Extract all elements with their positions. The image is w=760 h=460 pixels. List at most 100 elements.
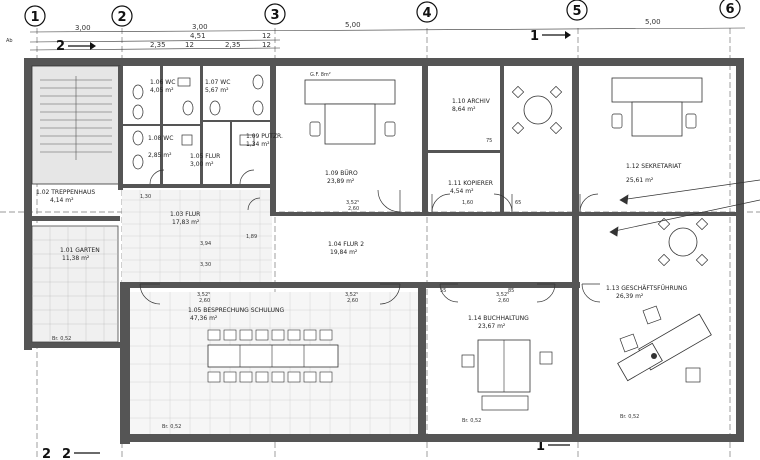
room-area-r11: 4,54 m² — [450, 188, 474, 195]
room-area-r10: 8,64 m² — [452, 106, 476, 113]
door-dim-b2: 2,60 — [199, 298, 210, 304]
room-name-r1: 1.02 TREPPENHAUS — [36, 189, 95, 196]
room-area-r16: 26,39 m² — [616, 293, 644, 300]
room-area-r6: 1,34 m² — [246, 141, 270, 148]
dim-1-60: 1,60 — [462, 200, 473, 206]
axis-label-2: 2 — [117, 10, 126, 25]
dim-3-30: 3,30 — [200, 262, 211, 268]
sill-c: Br. 0,52 — [462, 418, 481, 424]
dim-65: 65 — [515, 200, 521, 206]
desk-sekretariat — [611, 77, 703, 103]
sill-d: Br. 0,52 — [620, 414, 639, 420]
interior-walls — [24, 66, 738, 436]
room-area-r3: 4,05 m² — [150, 87, 174, 94]
stair-note: Ab — [6, 38, 13, 44]
room-name-r4: 1.07 WC — [205, 79, 230, 86]
dim-10: 12 — [262, 41, 271, 49]
dim-7: 12 — [185, 41, 194, 49]
room-area-r5: 2,85 m² — [148, 152, 172, 159]
dim-75: 75 — [486, 138, 492, 144]
axis-marker-4: 4 — [416, 1, 438, 23]
door-dim-d2: 2,60 — [498, 298, 509, 304]
door-swings — [139, 169, 601, 305]
sill-b: Br. 0,52 — [162, 424, 181, 430]
room-name-r7: 1.05 FLUR — [190, 153, 220, 160]
room-name-r14: 1.05 BESPRECHUNG SCHULUNG — [188, 307, 285, 314]
dim-8: 2,35 — [225, 41, 241, 49]
flur-tiles — [122, 190, 272, 282]
room-name-r6: 1.09 PUTZR. — [246, 133, 283, 140]
section-mark-2-bottom: 2 — [62, 447, 71, 460]
dim-1: 3,00 — [75, 24, 91, 32]
dim-4: 5,00 — [645, 18, 661, 26]
axis-label-4: 4 — [422, 6, 431, 21]
door-dim-c2: 2,60 — [347, 298, 358, 304]
door-dim-d: 3,52⁵ — [496, 292, 509, 298]
room-name-r13: 1.04 FLUR 2 — [328, 241, 364, 248]
room-name-r16: 1.13 GESCHÄFTSFÜHRUNG — [606, 285, 688, 292]
room-name-r5: 1.08 WC — [148, 135, 173, 142]
room-area-r14: 47,36 m² — [190, 315, 218, 322]
room-area-r1: 4,14 m² — [50, 197, 74, 204]
gf-note: G.F. 8m² — [310, 72, 331, 78]
room-name-r11: 1.11 KOPIERER — [448, 180, 493, 187]
dim-3: 5,00 — [345, 21, 361, 29]
dimension-chain: 3,00 3,00 5,00 5,00 4,51 2,35 12 2,35 12… — [29, 18, 746, 51]
axis-marker-3: 3 — [264, 3, 286, 25]
section-mark-1-top: 1 — [530, 29, 539, 44]
dim-85: 85 — [508, 288, 514, 294]
door-dim-c: 3,52⁵ — [345, 292, 358, 298]
room-area-r13: 19,84 m² — [330, 249, 358, 256]
room-name-r8: 1.03 FLUR — [170, 211, 200, 218]
conference-table — [207, 329, 339, 383]
table-round-archiv — [511, 85, 563, 135]
room-name-r9: 1.09 BÜRO — [325, 170, 358, 177]
leader-lines — [609, 179, 760, 237]
dim-2: 3,00 — [192, 23, 208, 31]
room-name-r12: 1.12 SEKRETARIAT — [626, 163, 682, 170]
dim-1-89: 1,89 — [246, 234, 257, 240]
door-dim-b: 3,52⁵ — [197, 292, 210, 298]
room-area-r9: 23,89 m² — [327, 178, 355, 185]
axis-label-1: 1 — [30, 10, 39, 25]
room-area-r2: 11,38 m² — [62, 255, 90, 262]
room-area-r4: 5,67 m² — [205, 87, 229, 94]
door-dim-a2: 2,60 — [348, 206, 359, 212]
misc-labels: 3,52⁵ 2,60 3,52⁵ 2,60 3,52⁵ 2,60 3,52⁵ 2… — [6, 38, 639, 430]
axis-markers: 1 2 3 4 5 6 — [24, 0, 741, 27]
axis-marker-1: 1 — [24, 5, 46, 27]
sill-a: Br. 0,52 — [52, 336, 71, 342]
dim-3-94: 3,94 — [200, 241, 211, 247]
room-labels: 1.02 TREPPENHAUS 4,14 m² 1.01 GARTEN 11,… — [36, 79, 688, 330]
axis-marker-2: 2 — [111, 5, 133, 27]
outer-walls — [24, 58, 744, 444]
axis-marker-6: 6 — [719, 0, 741, 19]
dim-9: 12 — [262, 32, 271, 40]
stairwell — [31, 65, 121, 185]
axis-marker-bottom: 2 — [42, 447, 51, 460]
chair-buero-2 — [384, 121, 396, 137]
dim-6: 2,35 — [150, 41, 166, 49]
axis-marker-5: 5 — [566, 0, 588, 21]
room-area-r12: 25,61 m² — [626, 177, 654, 184]
furniture — [207, 77, 712, 411]
axis-bottom-label: 2 — [42, 447, 51, 460]
section-mark-2-top: 2 — [56, 39, 65, 54]
desk-gf — [617, 305, 712, 383]
section-mark-1-bottom: 1 — [536, 439, 545, 454]
room-name-r3: 1.06 WC — [150, 79, 175, 86]
room-area-r15: 23,67 m² — [478, 323, 506, 330]
axis-label-5: 5 — [572, 4, 581, 19]
dim-5: 4,51 — [190, 32, 206, 40]
section-marks: 2 1 2 1 — [56, 29, 571, 460]
door-dim-a: 3,52⁵ — [346, 200, 359, 206]
garden-area — [31, 225, 119, 343]
room-name-r15: 1.14 BUCHHALTUNG — [468, 315, 529, 322]
room-area-r7: 3,00 m² — [190, 161, 214, 168]
chair-buero-1 — [309, 121, 321, 137]
wc-fixtures — [132, 74, 264, 170]
desk-buero — [304, 79, 396, 105]
axis-label-3: 3 — [270, 8, 279, 23]
dim-55: 55 — [440, 288, 446, 294]
